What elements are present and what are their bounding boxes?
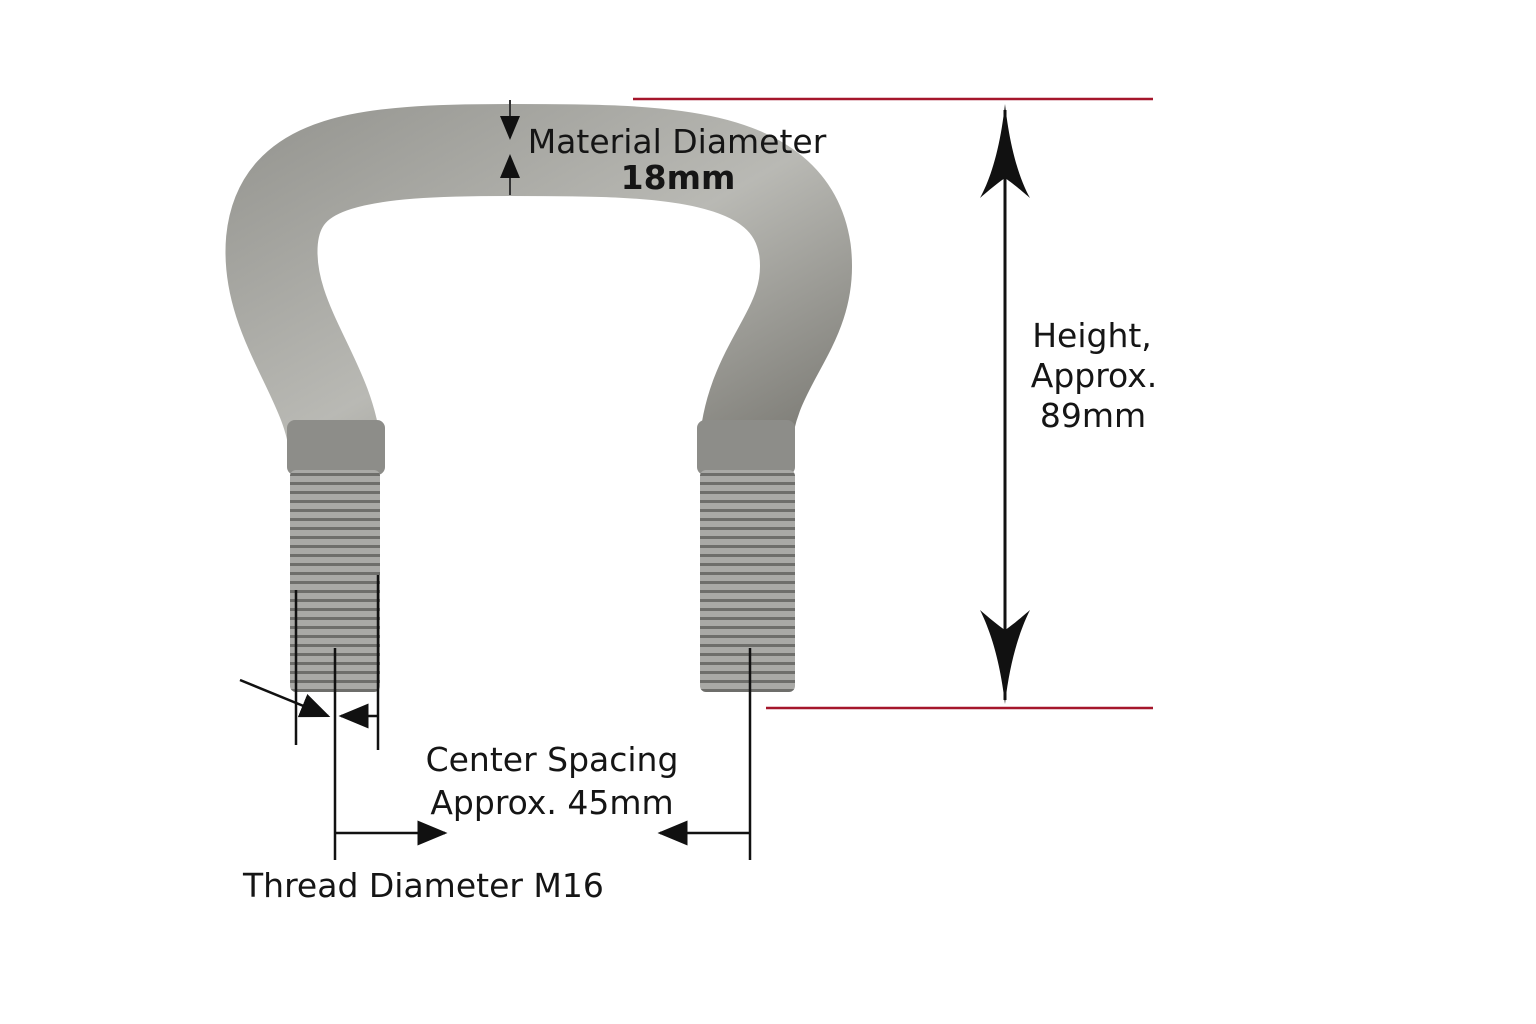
material-diameter-value: 18mm bbox=[620, 158, 736, 197]
dimension-lines bbox=[239, 575, 752, 860]
thread-diameter-label: Thread Diameter M16 bbox=[243, 866, 604, 905]
right-collar bbox=[697, 420, 795, 475]
height-label-line2: Approx. bbox=[1030, 356, 1158, 395]
left-thread bbox=[290, 470, 380, 692]
center-spacing-value: Approx. 45mm bbox=[430, 783, 674, 822]
left-collar bbox=[287, 420, 385, 475]
center-spacing-label: Center Spacing bbox=[425, 740, 679, 779]
u-bolt bbox=[225, 103, 852, 692]
right-thread bbox=[700, 470, 795, 692]
height-label-line1: Height, bbox=[1032, 316, 1152, 355]
material-diameter-label: Material Diameter bbox=[527, 122, 827, 161]
height-arrow bbox=[980, 104, 1030, 704]
height-value: 89mm bbox=[1039, 396, 1147, 435]
